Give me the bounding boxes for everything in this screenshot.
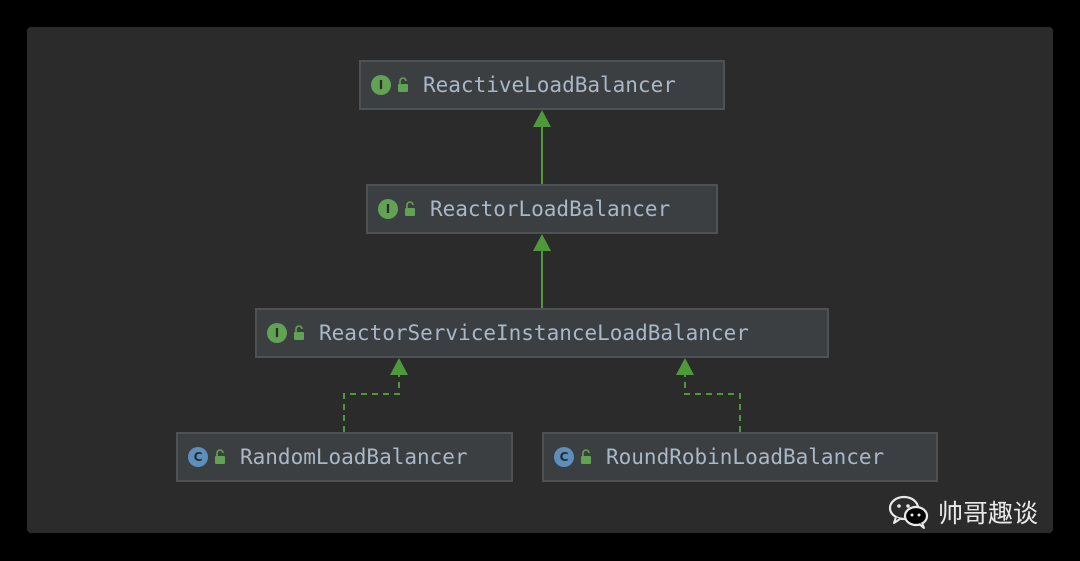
interface-icon: I <box>378 199 398 219</box>
node-random-load-balancer[interactable]: C RandomLoadBalancer <box>176 432 513 482</box>
node-label: ReactorServiceInstanceLoadBalancer <box>319 321 749 345</box>
lock-open-icon <box>405 201 415 216</box>
node-label: RoundRobinLoadBalancer <box>606 445 885 469</box>
node-label: RandomLoadBalancer <box>240 445 468 469</box>
node-label: ReactiveLoadBalancer <box>423 73 676 97</box>
interface-icon: I <box>267 323 287 343</box>
watermark: 帅哥趣谈 <box>888 494 1038 530</box>
node-label: ReactorLoadBalancer <box>430 197 671 221</box>
node-reactive-load-balancer[interactable]: I ReactiveLoadBalancer <box>359 60 725 110</box>
node-round-robin-load-balancer[interactable]: C RoundRobinLoadBalancer <box>542 432 938 482</box>
wechat-icon <box>888 495 929 529</box>
lock-open-icon <box>581 449 591 464</box>
class-icon: C <box>554 447 574 467</box>
lock-open-icon <box>294 325 304 340</box>
watermark-text: 帅哥趣谈 <box>938 499 1039 528</box>
lock-open-icon <box>398 77 408 92</box>
class-icon: C <box>188 447 208 467</box>
node-reactor-load-balancer[interactable]: I ReactorLoadBalancer <box>366 184 718 234</box>
interface-icon: I <box>371 75 391 95</box>
lock-open-icon <box>215 449 225 464</box>
node-reactor-service-instance-load-balancer[interactable]: I ReactorServiceInstanceLoadBalancer <box>255 308 829 358</box>
